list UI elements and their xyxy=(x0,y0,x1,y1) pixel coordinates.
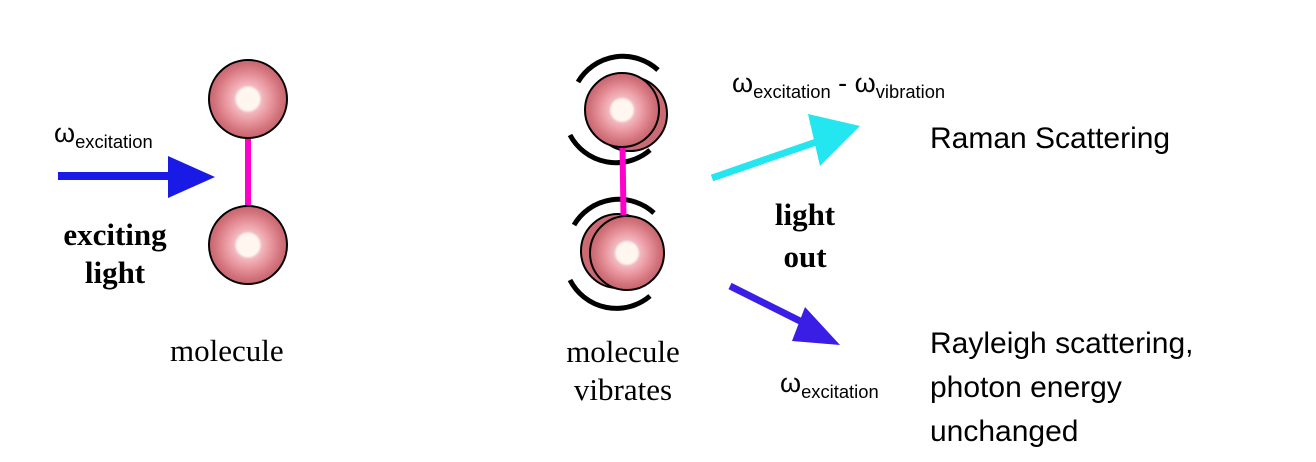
molecule-vibrates-label: molecule vibrates xyxy=(566,334,680,407)
light-out-label: light out xyxy=(774,197,836,274)
excitation-frequency-label-left: ωexcitation xyxy=(54,118,153,153)
rayleigh-scattering-label: Rayleigh scattering, photon energy uncha… xyxy=(930,327,1194,448)
vibrating-molecule-icon xyxy=(567,53,668,311)
incoming-arrow-icon xyxy=(58,156,215,198)
rayleigh-arrow-icon xyxy=(728,282,840,345)
exciting-light-label: exciting light xyxy=(63,217,167,290)
molecule-icon xyxy=(208,59,288,285)
raman-arrow-icon xyxy=(710,114,860,182)
raman-frequency-label: ωexcitation - ωvibration xyxy=(732,68,946,103)
rayleigh-frequency-label: ωexcitation xyxy=(780,368,879,403)
molecule-label: molecule xyxy=(170,333,284,368)
raman-scattering-label: Raman Scattering xyxy=(930,122,1171,155)
